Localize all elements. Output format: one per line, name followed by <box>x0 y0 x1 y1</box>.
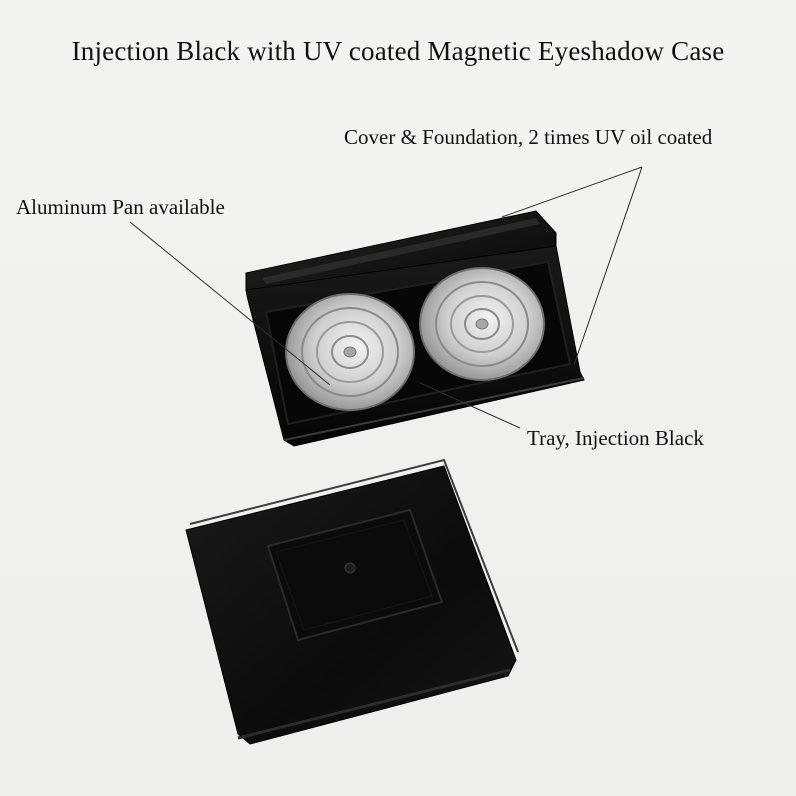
aluminum-pan-right <box>419 267 545 381</box>
case-bottom-view <box>185 458 519 745</box>
aluminum-pan-left <box>285 293 415 411</box>
center-pin <box>344 562 356 574</box>
magnet-recess <box>266 508 444 642</box>
annotation-leader-lines <box>129 166 643 429</box>
page-title: Injection Black with UV coated Magnetic … <box>71 36 725 66</box>
pan-annotation-label: Aluminum Pan available <box>16 195 225 219</box>
tray-annotation-label: Tray, Injection Black <box>527 426 704 450</box>
open-eyeshadow-case <box>245 210 585 447</box>
cover-annotation-label: Cover & Foundation, 2 times UV oil coate… <box>344 125 713 149</box>
